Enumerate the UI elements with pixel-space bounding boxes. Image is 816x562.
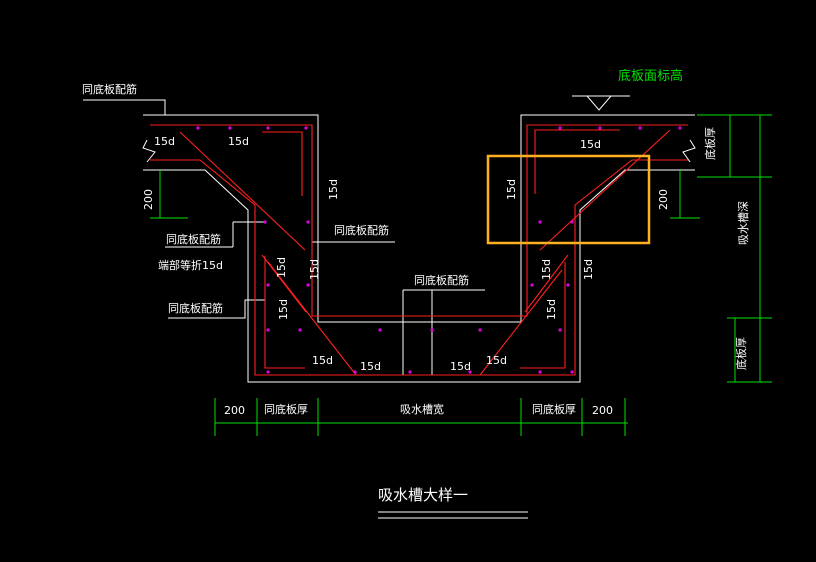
dim-200-left-vertical: 200 [142, 189, 155, 210]
label-15d-vertical-highlight: 15d [505, 179, 518, 200]
dim-tongdiban-hou-left: 同底板厚 [264, 402, 308, 416]
label-15d-bottom-2: 15d [360, 360, 381, 373]
rebar-dots [196, 126, 682, 374]
label-15d-vertical-5: 15d [582, 259, 595, 280]
dim-xishuicao-kuan: 吸水槽宽 [400, 402, 444, 416]
label-15d-vertical-left-wall: 15d [327, 179, 340, 200]
label-tongdiban-peijin-center: 同底板配筋 [334, 223, 389, 237]
highlight-box [486, 154, 651, 245]
dim-xishuicao-shen: 吸水槽深 [737, 201, 750, 245]
dim-diban-hou-top: 底板厚 [703, 127, 717, 160]
dim-200-bottom-left: 200 [224, 404, 245, 417]
rebar-lines [150, 124, 688, 376]
labels: 同底板配筋 同底板配筋 端部等折15d 同底板配筋 同底板配筋 同底板配筋 底板… [82, 68, 750, 504]
label-tongdiban-peijin-lower-left: 同底板配筋 [168, 301, 223, 315]
label-15d-vertical-6: 15d [545, 299, 558, 320]
dim-200-bottom-right: 200 [592, 404, 613, 417]
label-15d-vertical-1: 15d [275, 257, 288, 278]
label-duanbu-dengzhe: 端部等折15d [158, 258, 223, 272]
label-tongdiban-peijin-bottom: 同底板配筋 [414, 273, 469, 287]
label-15d-top-right: 15d [580, 138, 601, 151]
drawing-title: 吸水槽大样一 [378, 486, 468, 504]
label-15d-vertical-3: 15d [277, 299, 290, 320]
label-15d-bottom-3: 15d [450, 360, 471, 373]
label-15d-bottom-1: 15d [312, 354, 333, 367]
label-15d-top-left-2: 15d [228, 135, 249, 148]
label-15d-vertical-2: 15d [308, 259, 321, 280]
label-tongdiban-peijin-top-left: 同底板配筋 [82, 82, 137, 96]
label-dimian-biaogao: 底板面标高 [618, 68, 683, 84]
label-15d-vertical-4: 15d [540, 259, 553, 280]
dim-diban-hou-bottom: 底板厚 [734, 337, 748, 370]
dimension-lines [150, 114, 772, 436]
label-15d-top-left-1: 15d [154, 135, 175, 148]
label-15d-bottom-4: 15d [486, 354, 507, 367]
label-tongdiban-peijin-middle-left: 同底板配筋 [166, 232, 221, 246]
dim-tongdiban-hou-right: 同底板厚 [532, 402, 576, 416]
concrete-outline [83, 95, 696, 519]
dim-200-right-vertical: 200 [657, 189, 670, 210]
